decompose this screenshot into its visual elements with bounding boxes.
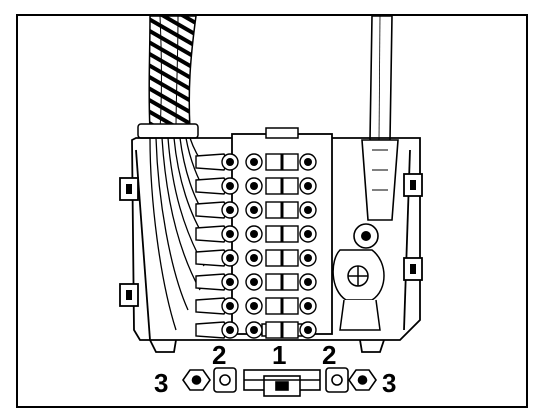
callout-3-left: 3: [154, 368, 168, 398]
screw-icon: [221, 273, 239, 291]
fuse-row: [195, 153, 317, 171]
screw-icon: [245, 225, 263, 243]
screw-icon: [299, 297, 317, 315]
fuse-row: [195, 249, 317, 267]
fuse-carrier: [195, 127, 333, 339]
screw-icon: [299, 153, 317, 171]
screw-icon: [299, 321, 317, 339]
screw-icon: [299, 273, 317, 291]
screw-icon: [245, 273, 263, 291]
fuse-row: [195, 177, 317, 195]
screw-icon: [221, 201, 239, 219]
screw-icon: [245, 297, 263, 315]
screw-icon: [221, 177, 239, 195]
parts-row: [182, 367, 377, 397]
fuse-row: [195, 321, 317, 339]
callout-2-left: 2: [212, 340, 226, 370]
nut-right: [348, 369, 377, 391]
screw-icon: [299, 201, 317, 219]
screw-icon: [245, 201, 263, 219]
fuse-row: [195, 273, 317, 291]
screw-icon: [245, 153, 263, 171]
fuse-row: [195, 201, 317, 219]
screw-icon: [221, 225, 239, 243]
figure-frame: [16, 14, 528, 408]
screw-icon: [245, 177, 263, 195]
screw-icon: [221, 321, 239, 339]
fuse-row: [195, 297, 317, 315]
screw-icon: [299, 225, 317, 243]
screw-icon: [245, 321, 263, 339]
battery-cable: [353, 15, 399, 249]
callout-1: 1: [272, 340, 286, 370]
screw-icon: [221, 249, 239, 267]
clip-right: [325, 367, 349, 393]
terminal-post: [332, 249, 385, 331]
fuse-box-housing: [119, 137, 423, 353]
screw-icon: [299, 249, 317, 267]
nut-left: [182, 369, 211, 391]
screw-icon: [221, 297, 239, 315]
clip-left: [213, 367, 237, 393]
bracket: [243, 369, 321, 397]
screw-icon: [221, 153, 239, 171]
screw-icon: [245, 249, 263, 267]
callout-3-right: 3: [382, 368, 396, 398]
fuse-row: [195, 225, 317, 243]
callout-2-right: 2: [322, 340, 336, 370]
screw-icon: [299, 177, 317, 195]
